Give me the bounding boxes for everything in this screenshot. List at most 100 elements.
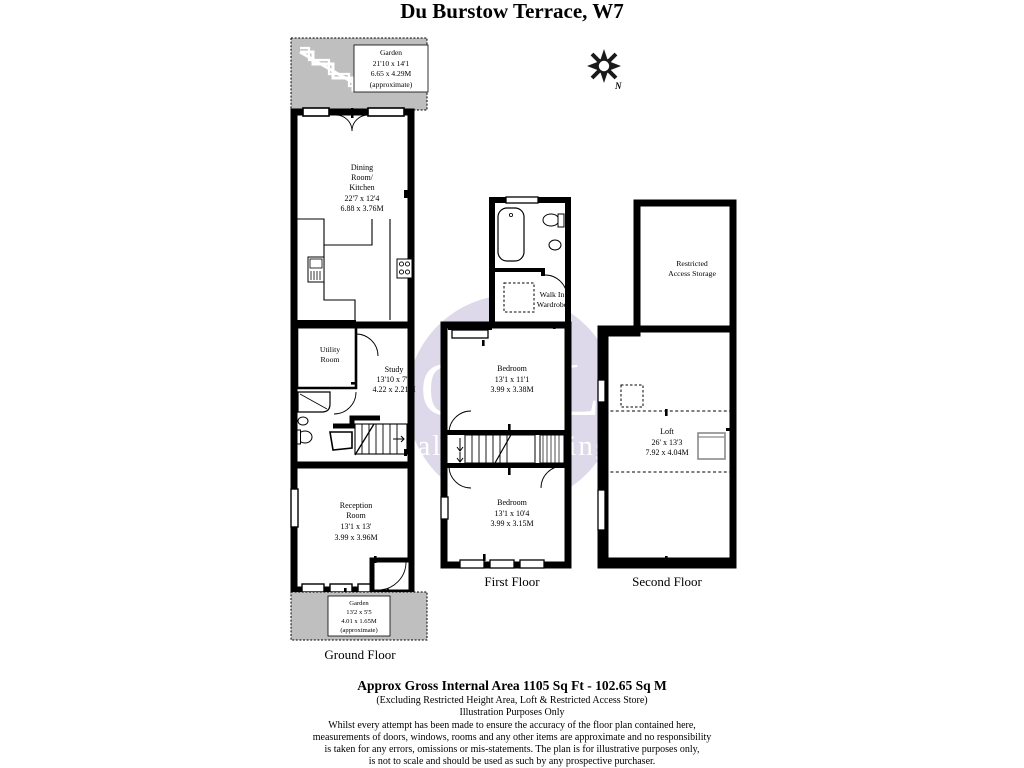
garden-path-edge	[300, 46, 369, 88]
bedroom-front-label: Bedroom	[497, 364, 528, 373]
ground-floor-label: Ground Floor	[324, 647, 396, 662]
gross-internal-area: Approx Gross Internal Area 1105 Sq Ft - …	[357, 678, 667, 693]
door-swing-entrance	[377, 561, 407, 591]
loft-hatch-outline	[620, 384, 644, 408]
window-bathroom	[505, 196, 539, 204]
window-front-br-left	[459, 559, 485, 569]
first-floor-body: Bedroom 13'1 x 11'1 3.99 x 3.38M	[440, 321, 572, 569]
window-marker-brr-l	[441, 482, 447, 485]
window-front-br-right	[519, 559, 545, 569]
wall-ledge-bedroom	[448, 325, 492, 330]
dining-kitchen-metric: 6.88 x 3.76M	[340, 204, 383, 213]
stair-marker-b	[508, 468, 511, 475]
garden-bottom-imperial: 13'2 x 5'5	[346, 609, 372, 616]
dining-kitchen-label-1: Dining	[351, 163, 373, 172]
loft-metric: 7.92 x 4.04M	[645, 448, 688, 457]
loft-door-marker	[665, 556, 668, 563]
partition-nib	[541, 268, 545, 276]
dining-kitchen-room: Dining Room/ Kitchen 22'7 x 12'4 6.88 x …	[290, 107, 415, 348]
second-floor-plan: Restricted Access Storage	[597, 199, 737, 589]
wall-nib-right	[404, 190, 413, 198]
study-metric: 4.22 x 2.21M	[372, 385, 415, 394]
kitchen-sink-icon	[307, 256, 325, 283]
garden-top-label-box	[353, 44, 429, 93]
page-title: Du Burstow Terrace, W7	[400, 0, 624, 23]
toilet-icon	[296, 429, 313, 445]
door-marker-bed-front	[482, 340, 485, 346]
utility-room-label-2: Room	[320, 355, 339, 364]
washbasin-icon	[297, 416, 309, 426]
landing-wall-bottom	[447, 463, 565, 468]
window-marker-bf-l	[441, 382, 447, 385]
illustration-note: Illustration Purposes Only	[460, 707, 565, 718]
loft-wall-marker-right	[726, 428, 733, 431]
landing-wall-top	[447, 430, 565, 435]
window-marker-study-left	[351, 382, 357, 385]
loft-block: Loft 26' x 13'3 7.92 x 4.04M	[597, 199, 737, 569]
restricted-storage-label-1: Restricted	[676, 259, 708, 268]
wardrobe-outline	[503, 282, 535, 313]
hall-partition	[333, 415, 380, 429]
bay-window-left	[290, 488, 299, 528]
dining-kitchen-imperial: 22'7 x 12'4	[345, 194, 380, 203]
door-marker-front	[344, 588, 347, 594]
garden-top-area: Garden 21'10 x 14'1 6.65 x 4.29M (approx…	[290, 37, 429, 111]
walk-in-wardrobe-label-1: Walk In	[540, 290, 565, 299]
garden-bottom-label-box	[327, 595, 391, 637]
disclaimer-line-1: Whilst every attempt has been made to en…	[328, 720, 696, 731]
kitchen-hob-icon	[396, 258, 413, 279]
entrance-vestibule	[369, 557, 414, 595]
garden-top-name: Garden	[380, 48, 402, 57]
window-marker-rec-a	[291, 484, 297, 487]
garden-top-metric: 6.65 x 4.29M	[371, 69, 412, 78]
loft-window-left-upper	[597, 379, 606, 403]
window-marker-left-a	[291, 218, 297, 221]
door-swing-bathroom	[333, 391, 357, 415]
loft-hatch-marker	[665, 409, 668, 416]
window-rear-left	[302, 107, 330, 117]
bathtub-icon-first	[497, 207, 525, 262]
toilet-icon-first	[542, 213, 565, 228]
first-floor-plan: Walk In Wardrobe Bedroom 13'1 x 11'1 3.9…	[440, 196, 572, 589]
loft-window-left-lower	[597, 489, 606, 531]
door-swing-wardrobe	[544, 274, 568, 298]
window-marker-brr-r	[565, 482, 571, 485]
garden-top-imperial: 21'10 x 14'1	[373, 59, 410, 68]
disclaimer-line-4: is not to scale and should be used as su…	[369, 756, 656, 767]
bedroom-rear-imperial: 13'1 x 10'4	[495, 509, 530, 518]
window-marker-bf-r	[565, 382, 571, 385]
stair-marker-a	[508, 424, 511, 431]
loft-storage-box	[697, 432, 726, 460]
stair-direction-arrows	[456, 438, 464, 463]
reception-room: Reception Room 13'1 x 13' 3.99 x 3.96M	[290, 461, 415, 604]
first-floor-label: First Floor	[484, 574, 540, 589]
front-window-left	[301, 583, 325, 593]
second-floor-label: Second Floor	[632, 574, 702, 589]
garden-top-note: (approximate)	[370, 80, 413, 89]
staircase-first	[464, 432, 536, 464]
compass-rose-icon: N	[587, 49, 622, 91]
compass-north-label: N	[614, 81, 622, 91]
garden-bottom-metric: 4.01 x 1.65M	[341, 618, 377, 625]
bedroom-rear-metric: 3.99 x 3.15M	[490, 519, 533, 528]
window-marker-rec-b	[408, 484, 414, 487]
restricted-storage-label-2: Access Storage	[668, 269, 716, 278]
window-front-br-mid	[489, 559, 515, 569]
reception-room-metric: 3.99 x 3.96M	[334, 533, 377, 542]
door-swing-landing-top	[448, 410, 472, 434]
study-imperial: 13'10 x 7'3	[377, 375, 412, 384]
garden-bottom-area: Garden 13'2 x 5'5 4.01 x 1.65M (approxim…	[290, 591, 428, 641]
utility-room-partition	[295, 328, 358, 390]
bedroom-front-imperial: 13'1 x 11'1	[495, 375, 530, 384]
reception-room-imperial: 13'1 x 13'	[341, 522, 372, 531]
ground-floor-plan: Garden 21'10 x 14'1 6.65 x 4.29M (approx…	[290, 37, 429, 662]
first-floor-bathroom-block: Walk In Wardrobe	[489, 196, 571, 331]
door-jamb-rear	[351, 108, 354, 118]
loft-wall-marker-left	[598, 428, 605, 431]
door-swing-landing-bottom	[448, 465, 472, 489]
second-floor-outline	[601, 199, 737, 565]
loft-label: Loft	[660, 427, 675, 436]
window-bedroom-front	[451, 329, 489, 339]
bay-window-bedroom-rear	[440, 496, 449, 520]
disclaimer-line-3: is taken for any errors, omissions or mi…	[325, 744, 700, 755]
